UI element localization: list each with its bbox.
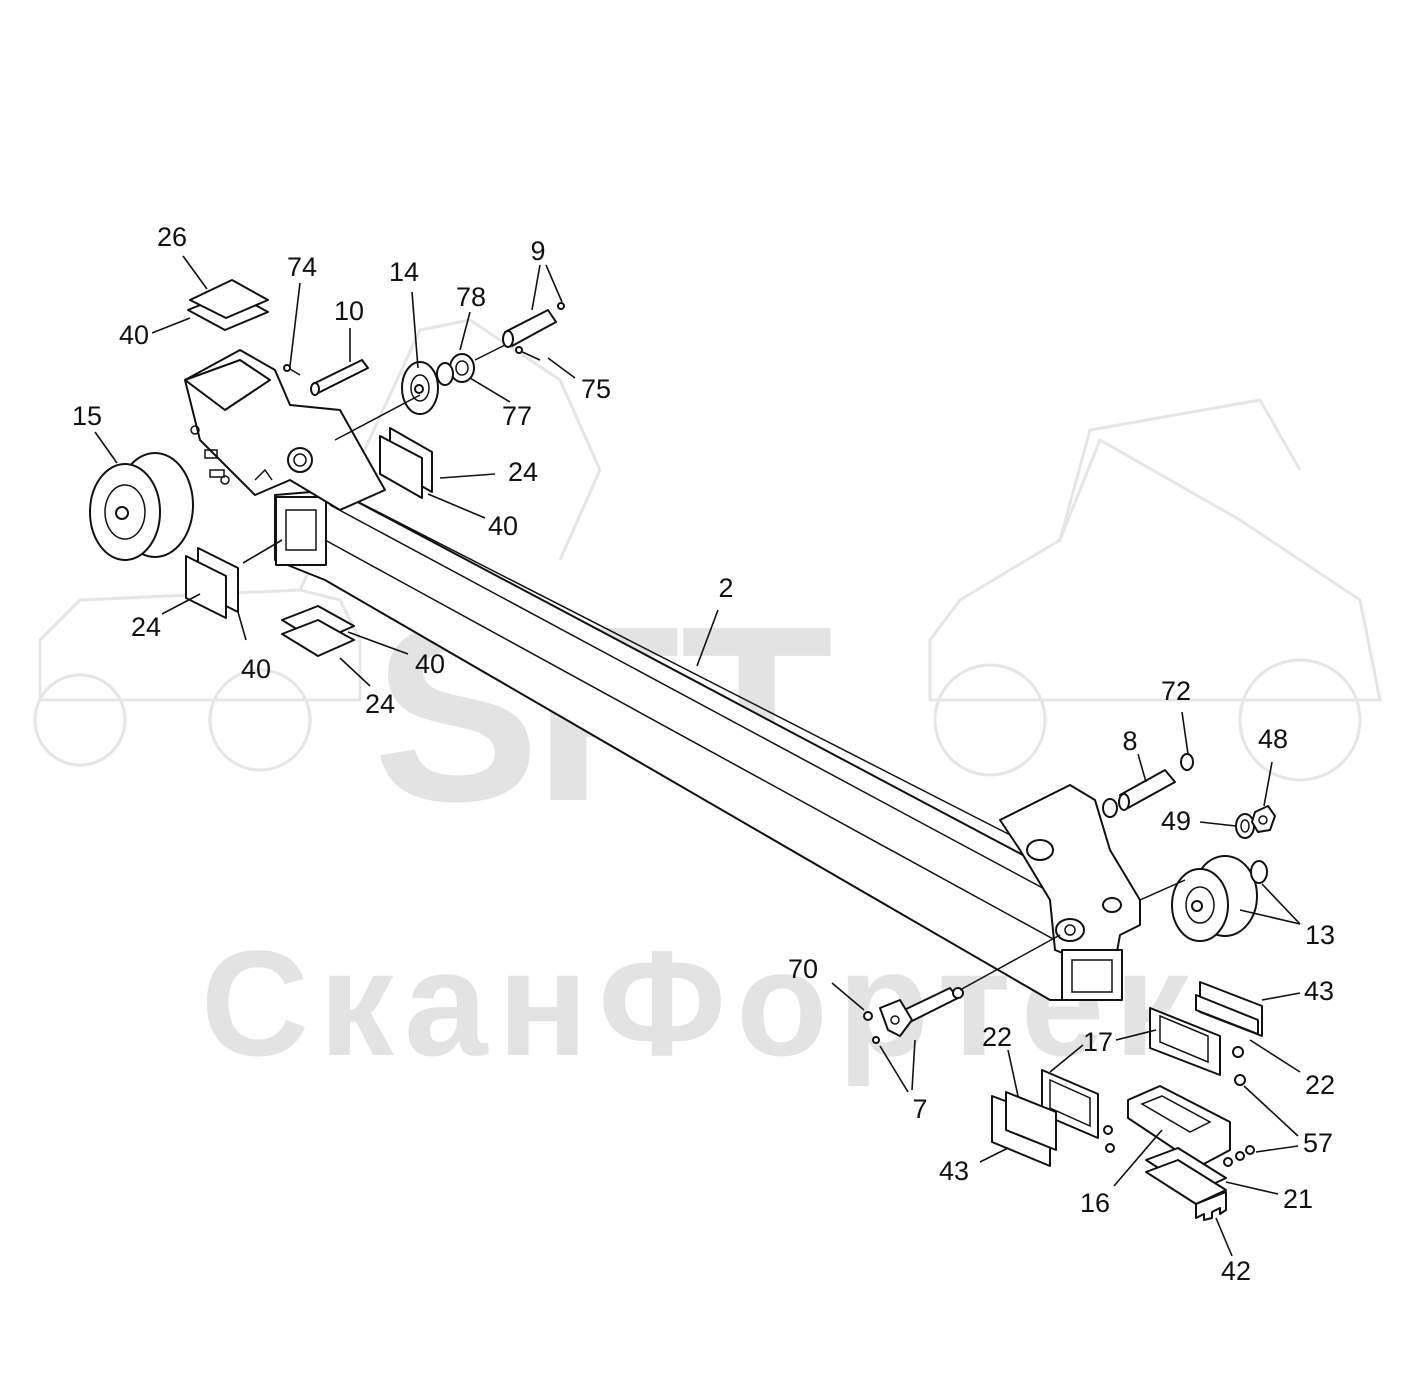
watermark: SFT СканФортек: [33, 318, 1382, 1087]
callout-22-left: 22: [982, 1022, 1012, 1052]
boom-tail-bracket: [999, 784, 1141, 1001]
callout-15: 15: [72, 401, 102, 431]
leader-lines: [94, 255, 1301, 1257]
callout-9: 9: [530, 236, 545, 266]
pin-7: [879, 987, 964, 1037]
snap-ring-72: [1180, 753, 1194, 771]
sheave-14: [401, 361, 439, 415]
assembly-axis-pin9: [474, 344, 506, 361]
pin-8: [1118, 769, 1176, 811]
callout-70: 70: [788, 954, 818, 984]
callout-24-left: 24: [131, 612, 161, 642]
callout-75: 75: [581, 374, 611, 404]
pin-9: [502, 302, 565, 348]
bolt-70: [863, 1011, 880, 1044]
wear-pad-26: [187, 279, 269, 331]
callout-48: 48: [1258, 724, 1288, 754]
pin-10: [310, 359, 369, 396]
bolts-57: [1103, 1046, 1255, 1167]
wear-pad-24-left: [185, 547, 239, 619]
callout-40-upper: 40: [488, 511, 518, 541]
callout-24-upper: 24: [508, 457, 538, 487]
callout-43-right: 43: [1304, 976, 1334, 1006]
callout-40-left: 40: [241, 654, 271, 684]
boom-head-bracket: [184, 349, 386, 511]
callout-40-flat: 40: [415, 649, 445, 679]
callout-16: 16: [1080, 1188, 1110, 1218]
end-plate-22-left: [1041, 1069, 1099, 1139]
bolt-75: [515, 346, 541, 361]
spacer-43-left: [991, 1091, 1057, 1167]
wear-pad-24-flat: [281, 605, 355, 657]
callout-24-flat: 24: [365, 689, 395, 719]
sheave-15: [89, 452, 194, 561]
callout-42: 42: [1221, 1256, 1251, 1286]
callout-43-left: 43: [939, 1156, 969, 1186]
callout-17: 17: [1083, 1027, 1113, 1057]
callout-2: 2: [718, 573, 733, 603]
callout-74: 74: [287, 252, 317, 282]
end-plate-17: [1149, 1007, 1221, 1076]
callout-78: 78: [456, 282, 486, 312]
callout-40-top: 40: [119, 320, 149, 350]
assembly-axis-pin7: [959, 934, 1061, 991]
callout-7: 7: [912, 1094, 927, 1124]
pad-42: [1195, 1191, 1227, 1221]
boom-section: [274, 489, 1071, 1001]
callout-13: 13: [1305, 920, 1335, 950]
watermark-loader-right-icon: [928, 398, 1382, 782]
callout-14: 14: [389, 257, 419, 287]
callout-49: 49: [1161, 806, 1191, 836]
boom-near-end-frame: [275, 496, 327, 566]
callout-10: 10: [334, 296, 364, 326]
callout-21: 21: [1283, 1184, 1313, 1214]
assembly-axis-sheave: [334, 394, 421, 441]
sheave-13: [1171, 855, 1268, 942]
bracket-16: [1127, 1085, 1231, 1167]
callout-77: 77: [502, 401, 532, 431]
washer-49: [1235, 813, 1255, 839]
callout-72: 72: [1161, 676, 1191, 706]
pad-21: [1145, 1147, 1227, 1205]
assembly-axis-sheave13: [1139, 879, 1186, 901]
callout-labels: 26 40 74 10 14 78 9 75 77 15 24 40 24 40…: [72, 222, 1335, 1286]
nut-48: [1251, 805, 1276, 833]
washer-77: [436, 362, 454, 386]
callout-57: 57: [1303, 1128, 1333, 1158]
wear-pad-24-upper: [379, 427, 433, 499]
callout-22-right: 22: [1305, 1070, 1335, 1100]
spacer-22-right: [1195, 981, 1263, 1037]
pin-74: [283, 364, 301, 376]
callout-26: 26: [157, 222, 187, 252]
washer-ring-8: [1102, 798, 1118, 818]
callout-8: 8: [1122, 726, 1137, 756]
